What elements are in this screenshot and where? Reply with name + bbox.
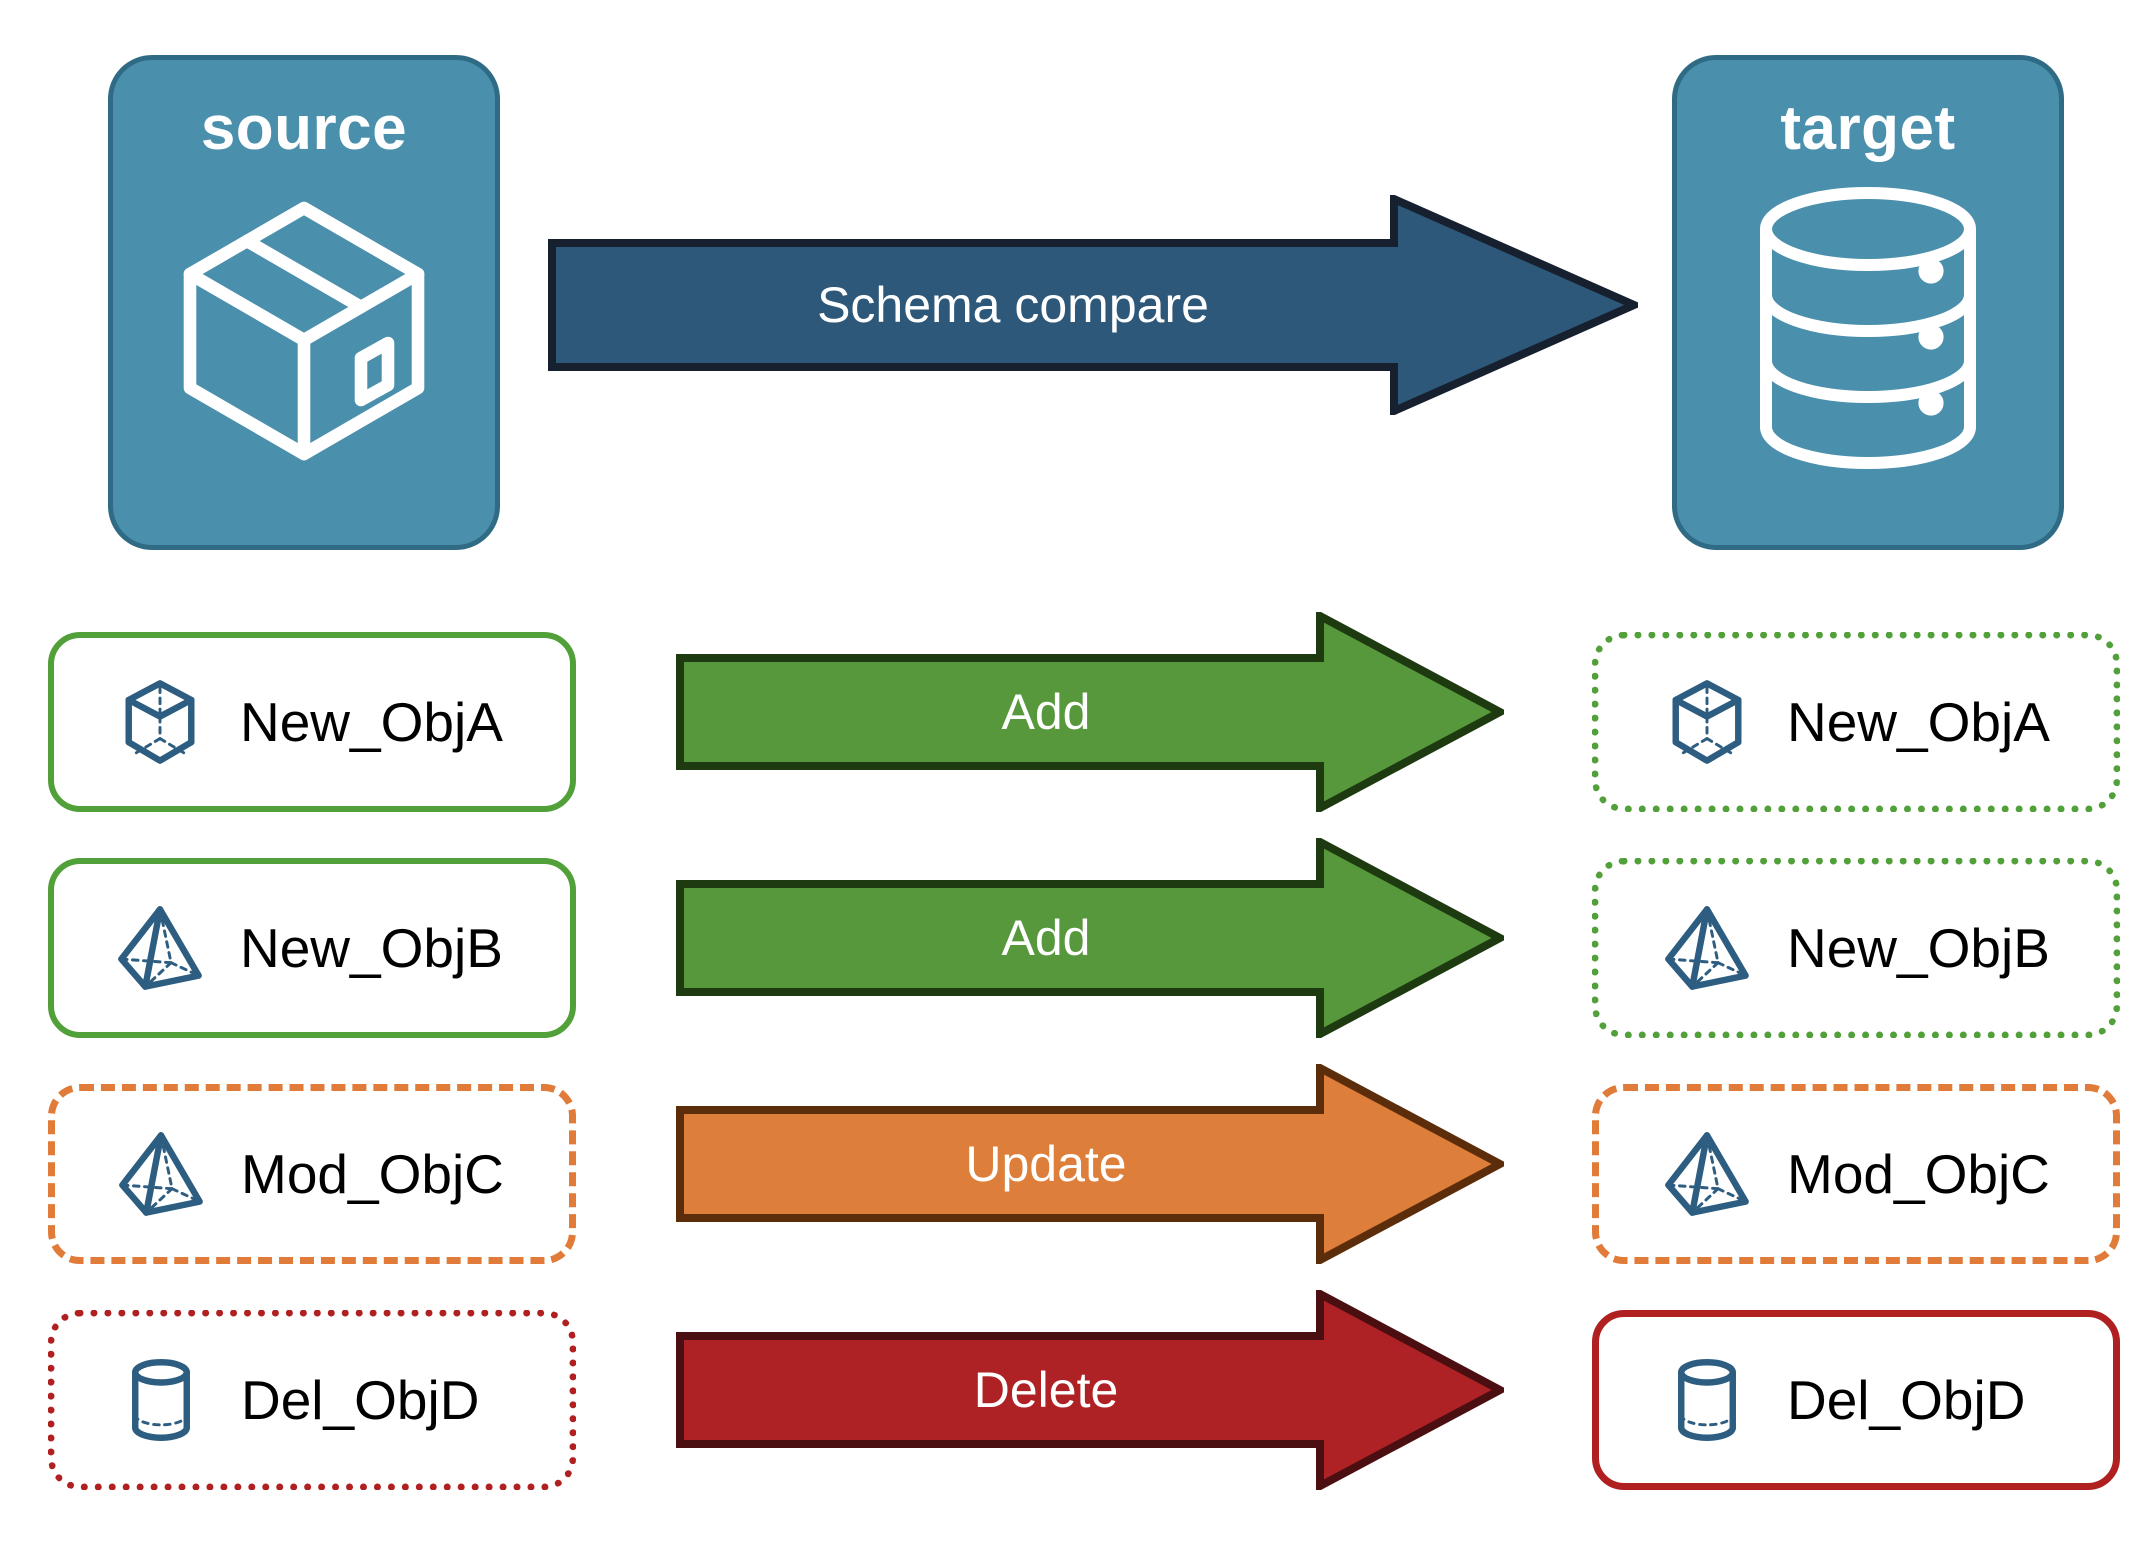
action-arrow-delete-3: Delete xyxy=(676,1287,1509,1493)
action-arrow-update-2: Update xyxy=(676,1061,1509,1267)
target-endpoint-card[interactable]: target xyxy=(1672,55,2064,550)
source-object-card-0[interactable]: New_ObjA xyxy=(48,632,576,812)
target-object-label-2: Mod_ObjC xyxy=(1787,1143,2050,1205)
target-object-card-1[interactable]: New_ObjB xyxy=(1592,858,2120,1038)
wireframe-cube-icon xyxy=(1661,676,1753,768)
wireframe-pyramid-icon xyxy=(1661,1128,1753,1220)
wireframe-pyramid-icon xyxy=(1661,902,1753,994)
source-object-label-3: Del_ObjD xyxy=(241,1369,480,1431)
wireframe-pyramid-icon xyxy=(115,1128,207,1220)
wireframe-cylinder-icon xyxy=(1661,1354,1753,1446)
target-title: target xyxy=(1780,94,1956,163)
source-object-label-1: New_ObjB xyxy=(240,917,503,979)
source-object-card-2[interactable]: Mod_ObjC xyxy=(48,1084,576,1264)
source-endpoint-card[interactable]: source xyxy=(108,55,500,550)
source-object-card-1[interactable]: New_ObjB xyxy=(48,858,576,1038)
source-object-label-2: Mod_ObjC xyxy=(241,1143,504,1205)
action-arrow-add-1: Add xyxy=(676,835,1509,1041)
source-title: source xyxy=(200,94,408,163)
target-object-label-3: Del_ObjD xyxy=(1787,1369,2026,1431)
wireframe-pyramid-icon xyxy=(114,902,206,994)
target-object-label-0: New_ObjA xyxy=(1787,691,2050,753)
action-arrow-add-0: Add xyxy=(676,609,1509,815)
package-box-icon xyxy=(154,178,454,483)
target-object-label-1: New_ObjB xyxy=(1787,917,2050,979)
wireframe-cylinder-icon xyxy=(115,1354,207,1446)
schema-compare-arrow: Schema compare xyxy=(548,192,1644,418)
source-object-card-3[interactable]: Del_ObjD xyxy=(48,1310,576,1490)
source-object-label-0: New_ObjA xyxy=(240,691,503,753)
wireframe-cube-icon xyxy=(114,676,206,768)
target-object-card-2[interactable]: Mod_ObjC xyxy=(1592,1084,2120,1264)
target-object-card-3[interactable]: Del_ObjD xyxy=(1592,1310,2120,1490)
database-cylinder-icon xyxy=(1738,178,1998,483)
target-object-card-0[interactable]: New_ObjA xyxy=(1592,632,2120,812)
